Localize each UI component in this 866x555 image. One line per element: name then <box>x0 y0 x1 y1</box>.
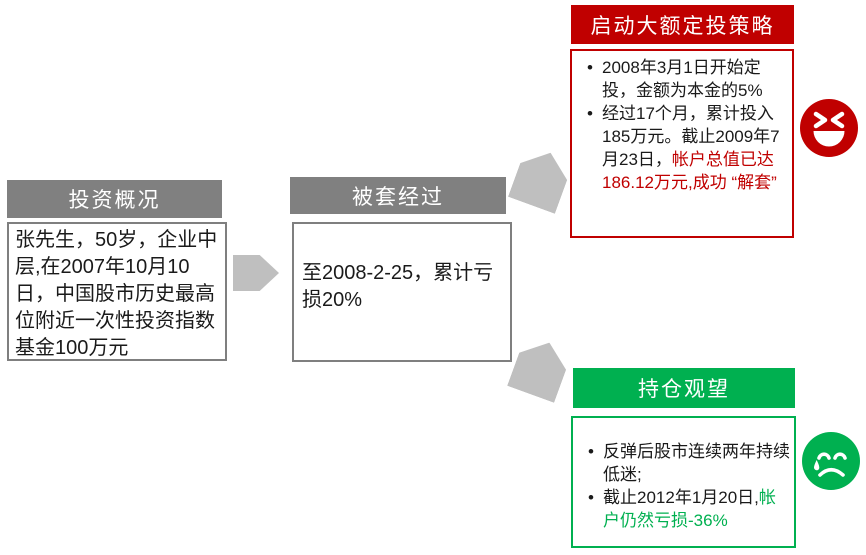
laughing-face-icon <box>800 99 858 157</box>
hold-bullet-2: • 截止2012年1月20日,帐户仍然亏损-36% <box>579 486 791 532</box>
strategy-header: 启动大额定投策略 <box>571 5 794 44</box>
strategy-body-box: • 2008年3月1日开始定投，金额为本金的5% • 经过17个月，累计投入18… <box>570 49 794 238</box>
hold-bullet-1: • 反弹后股市连续两年持续低迷; <box>579 440 791 486</box>
strategy-bullet-1-text: 2008年3月1日开始定投，金额为本金的5% <box>602 56 789 102</box>
hold-bullet-list: • 反弹后股市连续两年持续低迷; • 截止2012年1月20日,帐户仍然亏损-3… <box>579 440 791 532</box>
strategy-bullet-list: • 2008年3月1日开始定投，金额为本金的5% • 经过17个月，累计投入18… <box>578 56 789 194</box>
strategy-title: 启动大额定投策略 <box>590 14 775 38</box>
bullet-dot: • <box>587 104 593 123</box>
bullet-highlight-text: 帐户总值已达186.12万元,成功 “解套” <box>602 150 777 192</box>
hold-bullet-1-text: 反弹后股市连续两年持续低迷; <box>603 440 791 486</box>
strategy-bullet-2: • 经过17个月，累计投入185万元。截止2009年7月23日，帐户总值已达18… <box>578 102 789 194</box>
bullet-plain-text: 反弹后股市连续两年持续低迷; <box>603 442 790 484</box>
bullet-dot: • <box>588 488 594 507</box>
overview-header: 投资概况 <box>7 180 222 218</box>
overview-body-box: 张先生，50岁，企业中层,在2007年10月10日，中国股市历史最高位附近一次性… <box>7 222 227 361</box>
trapped-title: 被套经过 <box>352 185 444 209</box>
crying-sad-face-icon <box>802 432 860 490</box>
overview-text: 张先生，50岁，企业中层,在2007年10月10日，中国股市历史最高位附近一次性… <box>15 229 218 359</box>
bullet-dot: • <box>587 58 593 77</box>
strategy-bullet-1: • 2008年3月1日开始定投，金额为本金的5% <box>578 56 789 102</box>
bullet-dot: • <box>588 442 594 461</box>
bullet-plain-text: 截止2012年1月20日, <box>603 488 759 507</box>
bullet-highlight-text: 帐户仍然亏损-36% <box>603 488 776 530</box>
trapped-body-box: 至2008-2-25，累计亏损20% <box>292 222 512 362</box>
hold-bullet-2-text: 截止2012年1月20日,帐户仍然亏损-36% <box>603 486 791 532</box>
hold-header: 持仓观望 <box>573 368 795 408</box>
hold-body-box: • 反弹后股市连续两年持续低迷; • 截止2012年1月20日,帐户仍然亏损-3… <box>571 416 796 548</box>
trapped-header: 被套经过 <box>290 177 506 214</box>
overview-title: 投资概况 <box>68 189 161 212</box>
bullet-plain-text: 2008年3月1日开始定投，金额为本金的5% <box>602 58 763 100</box>
pentagon-arrow-to-strategy-icon <box>508 144 574 214</box>
strategy-bullet-2-text: 经过17个月，累计投入185万元。截止2009年7月23日，帐户总值已达186.… <box>602 102 789 194</box>
hold-title: 持仓观望 <box>638 378 730 401</box>
pentagon-arrow-to-hold-icon <box>507 334 573 403</box>
bullet-plain-text: 经过17个月，累计投入185万元。截止2009年7月23日， <box>602 104 780 169</box>
trapped-text: 至2008-2-25，累计亏损20% <box>302 262 494 311</box>
right-arrow-icon <box>233 255 279 291</box>
